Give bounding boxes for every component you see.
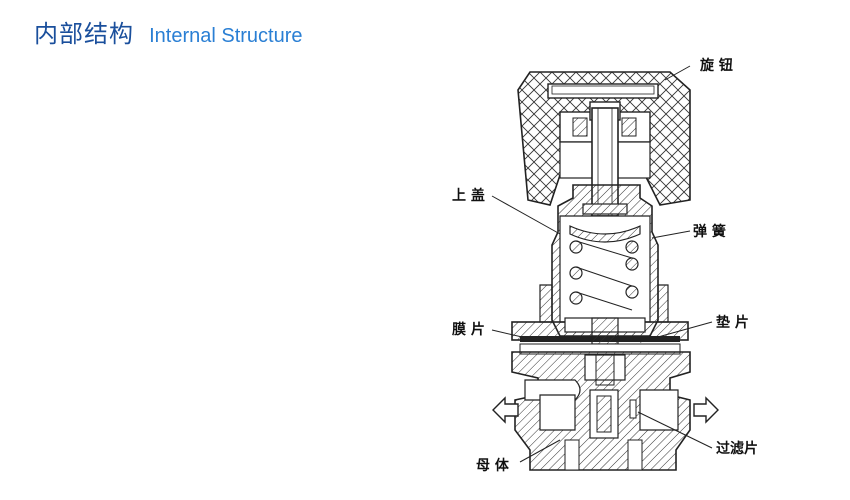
title-chinese: 内部结构 [34, 20, 134, 48]
label-upper-cover: 上 盖 [452, 187, 485, 204]
outlet-arrow-icon [492, 396, 519, 424]
title-english: Internal Structure [149, 25, 303, 47]
label-body: 母 体 [476, 457, 510, 474]
diaphragm-assembly [511, 317, 689, 355]
label-spring: 弹 簧 [693, 223, 726, 240]
page-header: 内部结构 Internal Structure [34, 14, 303, 49]
spring [569, 225, 641, 311]
valve-body [511, 351, 691, 471]
label-filter: 过滤片 [716, 440, 758, 457]
label-gasket: 垫 片 [716, 314, 749, 331]
upper-cover [539, 184, 669, 337]
label-diaphragm: 膜 片 [452, 321, 485, 338]
leader-lines [491, 65, 713, 463]
inlet-arrow-icon [693, 396, 719, 424]
label-knob: 旋 钮 [699, 57, 733, 74]
